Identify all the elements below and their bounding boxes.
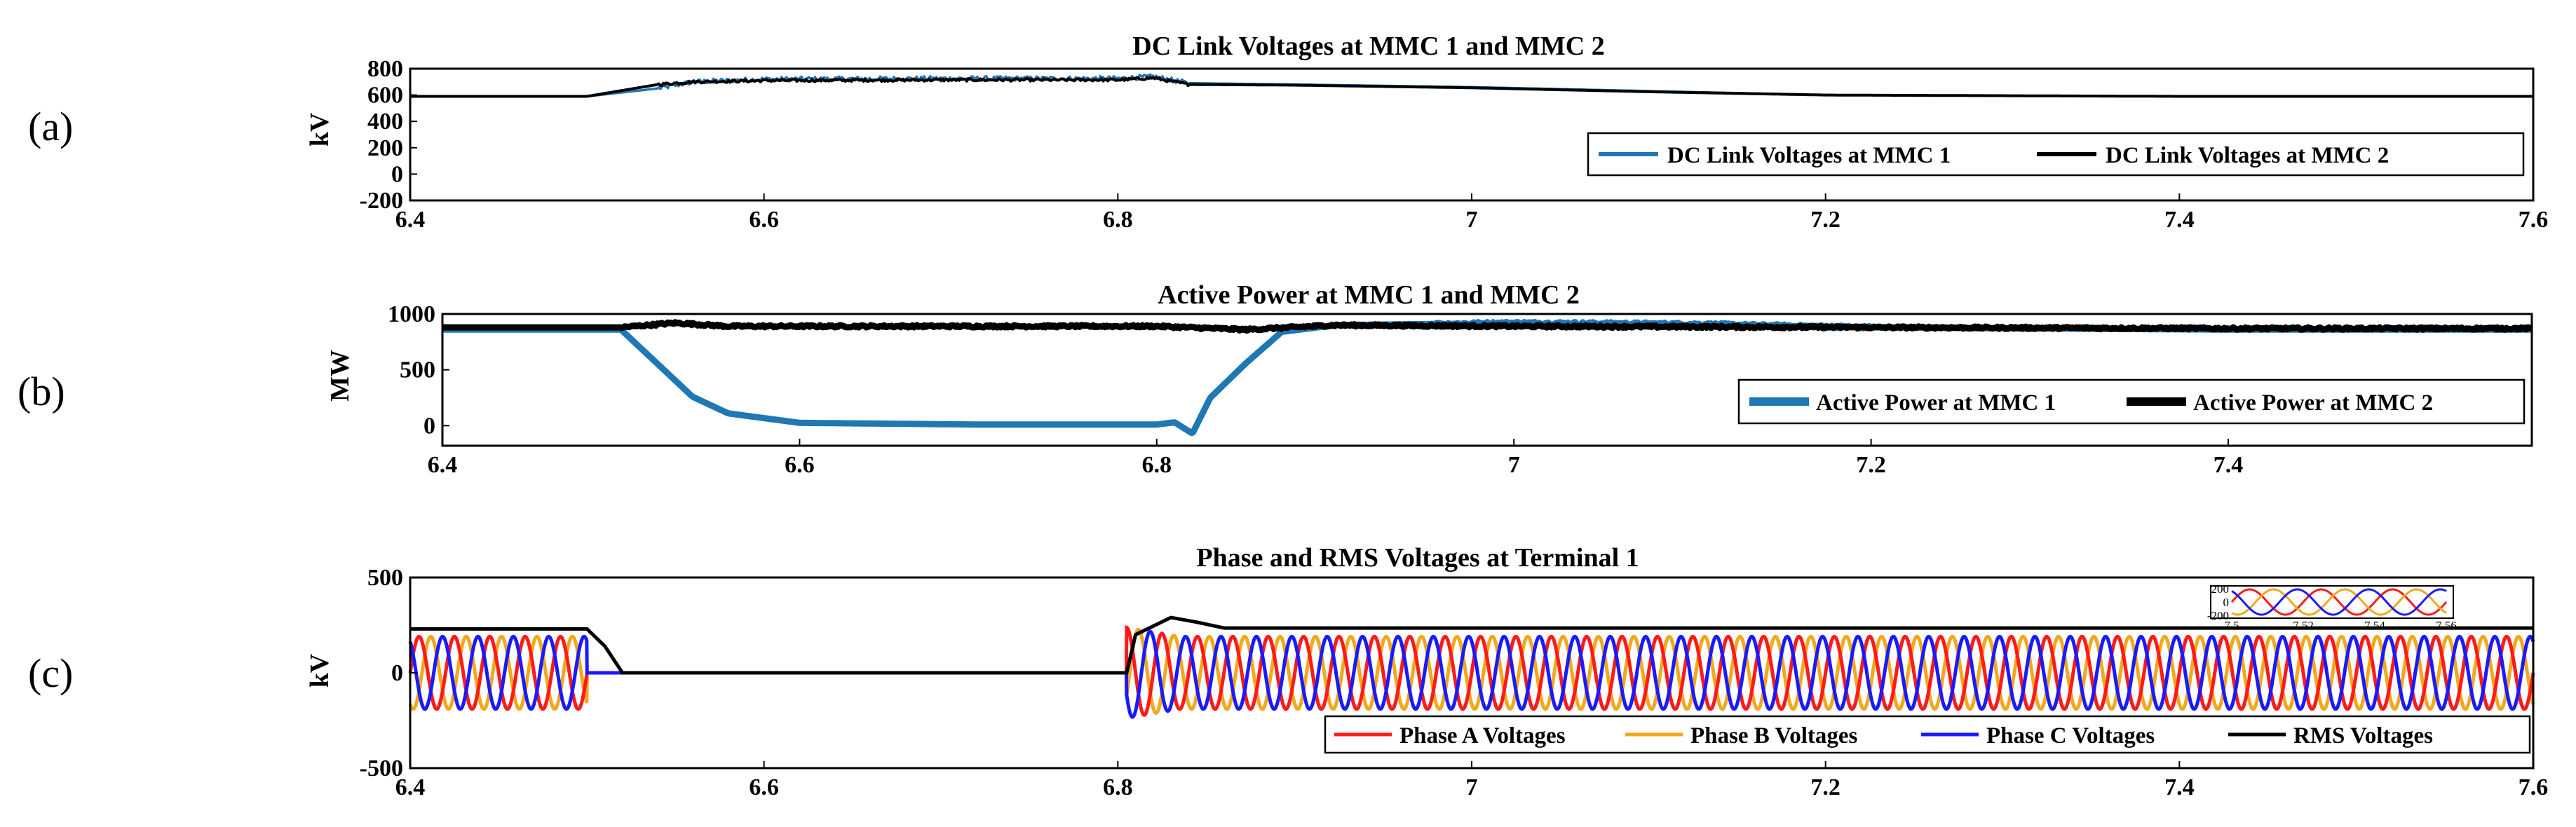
panel-a-legend-mmc2: DC Link Voltages at MMC 2 [2106, 143, 2389, 168]
panel-c-line-rms [410, 615, 2533, 675]
panel-b-xtick-label-5: 7.4 [2214, 452, 2244, 478]
panel-c-legend-phase-a: Phase A Voltages [1399, 723, 1566, 749]
panel-c-inset-frame [2210, 585, 2454, 619]
panel-c-ytick-label-0: 500 [367, 565, 403, 591]
panel-a-ytick-label-2: 400 [367, 109, 403, 135]
panel-b-xtick-label-1: 6.6 [785, 452, 815, 478]
panel-a-ytick-label-5: -200 [360, 188, 403, 214]
panel-a-title: DC Link Voltages at MMC 1 and MMC 2 [1132, 32, 1604, 61]
panel-b-xtick-label-4: 7.2 [1856, 452, 1886, 478]
panel-c-ytick-label-2: -500 [360, 756, 403, 781]
panel-c-inset-xtick-2: 7.54 [2364, 619, 2385, 632]
panel-c-ylabel: kV [305, 653, 334, 688]
panel-b-legend-mmc2: Active Power at MMC 2 [2193, 390, 2433, 416]
panel-c-xtick-label-1: 6.6 [749, 774, 779, 800]
panel-c-xtick-label-2: 6.8 [1103, 774, 1133, 800]
panel-c-legend: Phase A Voltages Phase B Voltages Phase … [1324, 715, 2531, 754]
panel-c-title: Phase and RMS Voltages at Terminal 1 [1196, 543, 1639, 573]
panel-b-axes-frame [441, 313, 2533, 447]
panel-a-label: (a) [28, 104, 73, 149]
panel-b-active-power: (b) Active Power at MMC 1 and MMC 2 MW 6… [18, 280, 2534, 478]
panel-b-ticks: 6.4 6.6 6.8 7 7.2 7.4 1000 500 0 [388, 301, 2243, 478]
panel-a-line-2 [410, 76, 2533, 98]
panel-a-series [410, 73, 2533, 98]
panel-c-xtick-label-3: 7 [1466, 774, 1478, 800]
panel-a-ytick-label-3: 200 [367, 135, 403, 161]
panel-b-ytick-label-2: 0 [423, 413, 435, 439]
panel-c-inset-phase-a [2230, 588, 2448, 616]
panel-a-legend-mmc1: DC Link Voltages at MMC 1 [1667, 143, 1951, 168]
panel-a-ytick-label-1: 600 [367, 83, 403, 109]
panel-b-ylabel: MW [325, 350, 355, 402]
panel-c-inset-xtick-0: 7.5 [2224, 619, 2239, 632]
panel-c-inset-xtick-1: 7.52 [2293, 619, 2314, 632]
panel-b-ytick-label-1: 500 [400, 357, 435, 383]
panel-a-xtick-label-1: 6.6 [749, 207, 779, 233]
panel-b-xtick-label-0: 6.4 [428, 452, 458, 478]
panel-b-line-2 [440, 319, 2534, 334]
panel-c-inset-ytick-0: 200 [2211, 582, 2230, 596]
panel-c-legend-phase-b: Phase B Voltages [1690, 723, 1858, 749]
panel-a-line-1 [410, 73, 2533, 98]
panel-a-legend: DC Link Voltages at MMC 1 DC Link Voltag… [1587, 132, 2525, 177]
panel-c-inset-xtick-3: 7.56 [2436, 619, 2457, 632]
panel-c-terminal-voltages: (c) Phase and RMS Voltages at Terminal 1… [28, 543, 2548, 800]
panel-a-dc-link-voltages: (a) DC Link Voltages at MMC 1 and MMC 2 … [28, 32, 2548, 233]
panel-c-inset-phase-c [2231, 588, 2447, 616]
panel-b-xtick-label-3: 7 [1508, 452, 1520, 478]
panel-a-xtick-label-3: 7 [1466, 207, 1478, 233]
panel-b-legend-mmc1: Active Power at MMC 1 [1816, 390, 2056, 416]
panel-c-xtick-label-5: 7.4 [2164, 774, 2195, 800]
panel-c-xtick-label-0: 6.4 [395, 774, 426, 800]
panel-c-inset-ytick-2: -200 [2207, 609, 2229, 622]
panel-b-xtick-label-2: 6.8 [1142, 452, 1172, 478]
panel-c-series [408, 615, 2535, 719]
panel-a-xtick-label-4: 7.2 [1810, 207, 1841, 233]
panel-c-ticks: 6.4 6.6 6.8 7 7.2 7.4 7.6 500 0 -500 [360, 565, 2549, 800]
panel-a-ytick-label-0: 800 [367, 56, 403, 82]
panel-a-xtick-label-6: 7.6 [2519, 207, 2549, 233]
panel-a-xtick-label-5: 7.4 [2164, 207, 2195, 233]
panel-c-xtick-label-6: 7.6 [2519, 774, 2549, 800]
panel-b-legend: Active Power at MMC 1 Active Power at MM… [1737, 378, 2526, 425]
panel-a-xtick-label-2: 6.8 [1103, 207, 1133, 233]
panel-b-series [440, 318, 2534, 437]
panel-a-ylabel: kV [305, 112, 334, 146]
panel-c-inset-series [2230, 588, 2448, 616]
panel-c-xtick-label-4: 7.2 [1810, 774, 1841, 800]
panel-c-legend-phase-c: Phase C Voltages [1986, 723, 2155, 749]
panel-c-ytick-label-1: 0 [391, 660, 403, 686]
panel-c-label: (c) [28, 650, 73, 696]
panel-b-ytick-label-0: 1000 [388, 301, 435, 327]
panel-c-inset-ytick-1: 0 [2223, 596, 2230, 609]
panel-c-inset-phase-b [2231, 588, 2447, 616]
panel-c-legend-rms: RMS Voltages [2293, 723, 2433, 749]
panel-a-ytick-label-4: 0 [391, 161, 403, 187]
panel-a-xtick-label-0: 6.4 [395, 207, 426, 233]
panel-b-title: Active Power at MMC 1 and MMC 2 [1158, 280, 1580, 310]
panel-b-label: (b) [18, 369, 65, 414]
